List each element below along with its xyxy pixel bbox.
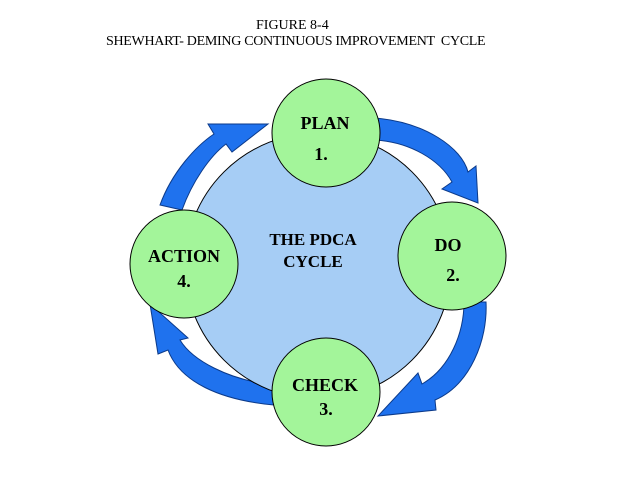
node-plan: PLAN 1. — [271, 78, 381, 188]
node-check-circle — [271, 337, 381, 447]
node-action-step: 4. — [177, 271, 191, 291]
node-action-label: ACTION — [148, 246, 220, 266]
node-plan-circle — [271, 78, 381, 188]
node-do-circle — [397, 201, 507, 311]
node-do-step: 2. — [446, 265, 460, 285]
node-do: DO 2. — [397, 201, 507, 311]
node-plan-step: 1. — [314, 144, 328, 164]
node-action-circle — [129, 209, 239, 319]
center-label-line1: THE PDCA — [269, 230, 357, 249]
node-check: CHECK 3. — [271, 337, 381, 447]
node-check-step: 3. — [319, 399, 333, 419]
arrow-action-to-plan — [159, 123, 270, 211]
arrow-do-to-check — [376, 301, 487, 417]
node-do-label: DO — [435, 235, 462, 255]
arrow-plan-to-do — [374, 117, 479, 204]
node-plan-label: PLAN — [301, 113, 350, 133]
figure-caption: SHEWHART- DEMING CONTINUOUS IMPROVEMENT … — [106, 34, 486, 49]
center-label-line2: CYCLE — [283, 252, 343, 271]
node-action: ACTION 4. — [129, 209, 239, 319]
node-check-label: CHECK — [292, 375, 358, 395]
figure-number: FIGURE 8-4 — [256, 18, 329, 33]
